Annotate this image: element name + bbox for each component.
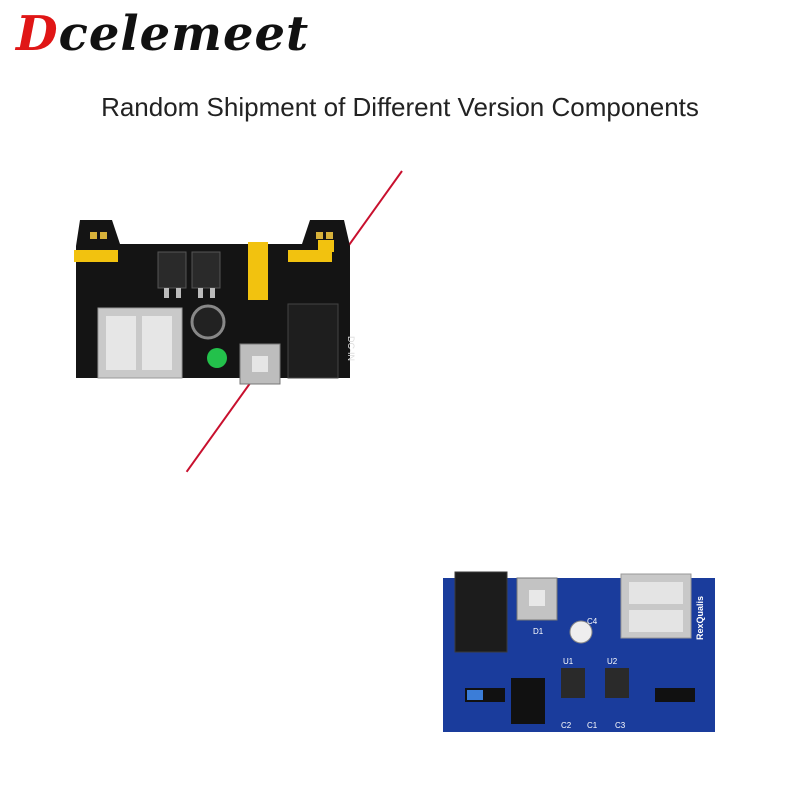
brand-initial: D xyxy=(16,6,59,62)
black-board-power-switch xyxy=(239,343,281,385)
blue-board-u2-label: U2 xyxy=(607,657,618,666)
brand-rest: celemeet xyxy=(58,6,310,62)
headline: Random Shipment of Different Version Com… xyxy=(101,92,699,122)
black-board-usb-port xyxy=(97,307,183,379)
blue-board-d1-label: D1 xyxy=(533,627,544,636)
blue-board-usb-port xyxy=(620,573,692,639)
black-board-yellow-jumpers xyxy=(74,240,334,300)
blue-board-regulators xyxy=(561,668,629,698)
black-board-regulators xyxy=(157,251,221,298)
black-board-top-pins xyxy=(90,232,333,239)
blue-board-capacitor xyxy=(569,620,593,644)
blue-board-c4-label: C4 xyxy=(587,617,598,626)
black-board-led xyxy=(207,348,227,368)
blue-board-dc-jack xyxy=(454,571,508,653)
blue-board-c2-label: C2 xyxy=(561,721,572,730)
blue-board-u1-label: U1 xyxy=(563,657,574,666)
black-board-capacitor xyxy=(190,304,226,340)
brand-logo: Dcelemeet xyxy=(16,6,309,62)
blue-power-module-photo: RexQualis U1 U2 D1 C4 C2 C1 C3 xyxy=(443,571,715,732)
blue-board-maker-label: RexQualis xyxy=(695,596,705,640)
blue-board-c1-label: C1 xyxy=(587,721,598,730)
blue-board-jumper xyxy=(467,690,483,700)
blue-board-c3-label: C3 xyxy=(615,721,626,730)
black-board-dc-in-label: DC-IN xyxy=(346,336,356,361)
blue-board-power-switch xyxy=(516,577,558,621)
black-board-dc-jack xyxy=(287,303,339,379)
black-power-module-photo: DC-IN xyxy=(74,220,356,385)
